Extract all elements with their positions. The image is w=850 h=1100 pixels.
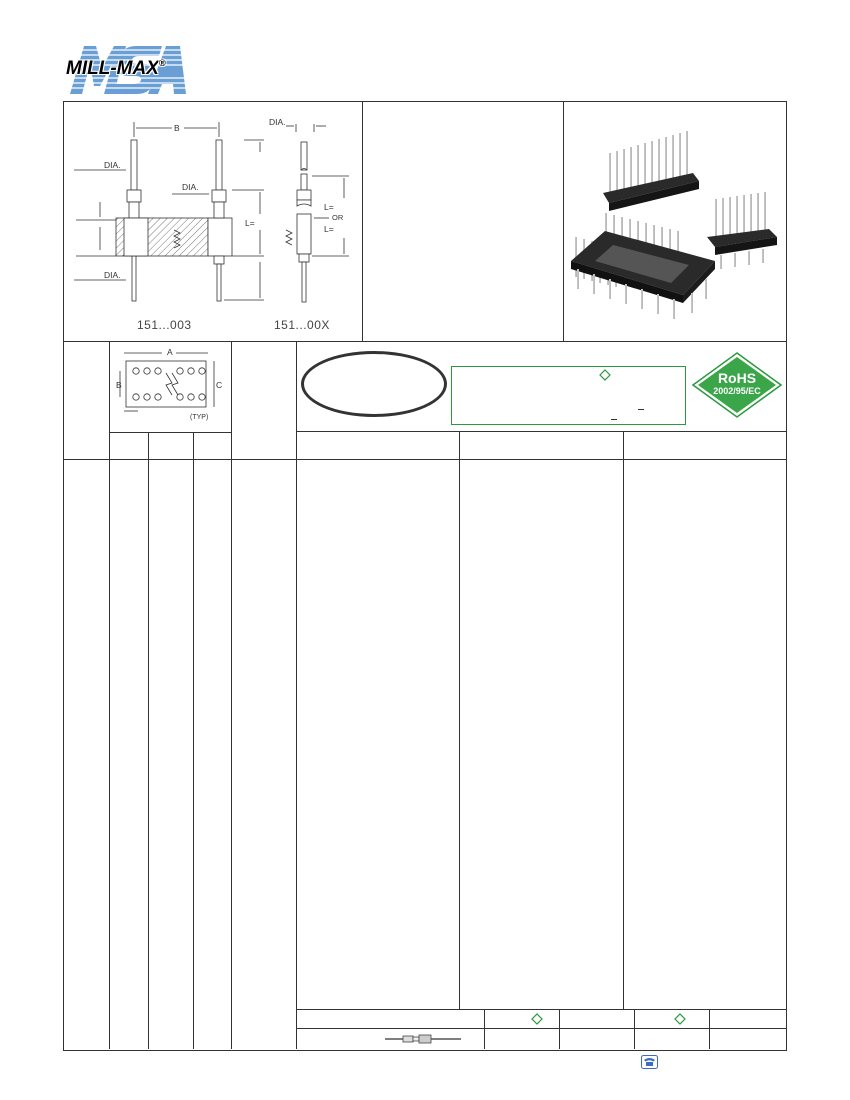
document-frame [63,101,787,1051]
bottom-v1 [484,1009,485,1049]
divider-top-v2 [563,101,564,341]
mill-max-logo: MILL-MAX® [62,38,187,96]
footprint-label-b: B [116,380,122,390]
rohs-diamond [691,352,783,418]
spec-underline-1 [638,409,644,410]
rohs-directive: 2002/95/EC [713,386,761,396]
bottom-v2 [559,1009,560,1049]
caption-00x: 151...00X [274,318,330,332]
label-or: OR [332,213,344,222]
diamond-icon [674,1013,686,1025]
label-b: B [174,123,180,133]
label-l-bottom: L= [324,224,334,234]
registered-mark: ® [158,58,166,68]
pin-profile-icon [385,1034,461,1044]
bottom-row-line1 [296,1009,786,1010]
footprint-diagram: A B C (TYP) [110,343,230,431]
col-v1 [109,341,110,1049]
col-v-right1 [459,431,460,1009]
header-sub-line [109,432,231,433]
label-dia-left: DIA. [104,160,121,170]
header-sub-line-right [296,431,786,432]
label-dia-mid: DIA. [182,182,199,192]
col-v-sub1 [148,432,149,1049]
col-v-sub2 [193,432,194,1049]
divider-top [63,341,787,342]
bottom-v3 [634,1009,635,1049]
bottom-row-line2 [296,1028,786,1029]
diamond-icon [599,369,611,381]
footprint-label-a: A [167,347,173,357]
header-bottom [63,459,787,460]
label-dia-top: DIA. [269,117,286,127]
divider-top-v1 [362,101,363,341]
spec-underline-2 [611,419,617,420]
label-dia-bottom: DIA. [104,270,121,280]
title-oval [301,351,447,417]
phone-icon [641,1055,658,1069]
logo-graphic [62,46,187,94]
socket-illustration [571,131,777,319]
rohs-badge: RoHS 2002/95/EC [691,352,783,418]
technical-drawing [74,122,349,303]
col-v3 [296,341,297,1049]
rohs-text: RoHS [717,370,757,386]
diamond-icon [531,1013,543,1025]
footprint-graphic [119,352,215,412]
green-spec-box [451,366,686,425]
bottom-v4 [709,1009,710,1049]
footprint-label-c: C [216,380,223,390]
label-l: L= [245,218,255,228]
caption-003: 151...003 [137,318,192,332]
product-photo [565,103,785,339]
footprint-label-typ: (TYP) [190,414,209,421]
col-v2 [231,341,232,1049]
col-v-right2 [623,431,624,1009]
label-l-top: L= [324,202,334,212]
logo-text: MILL-MAX [66,58,159,79]
pin-drawing-left: B DIA. DIA. DIA. DIA. L= L= OR L= 151...… [64,102,361,340]
